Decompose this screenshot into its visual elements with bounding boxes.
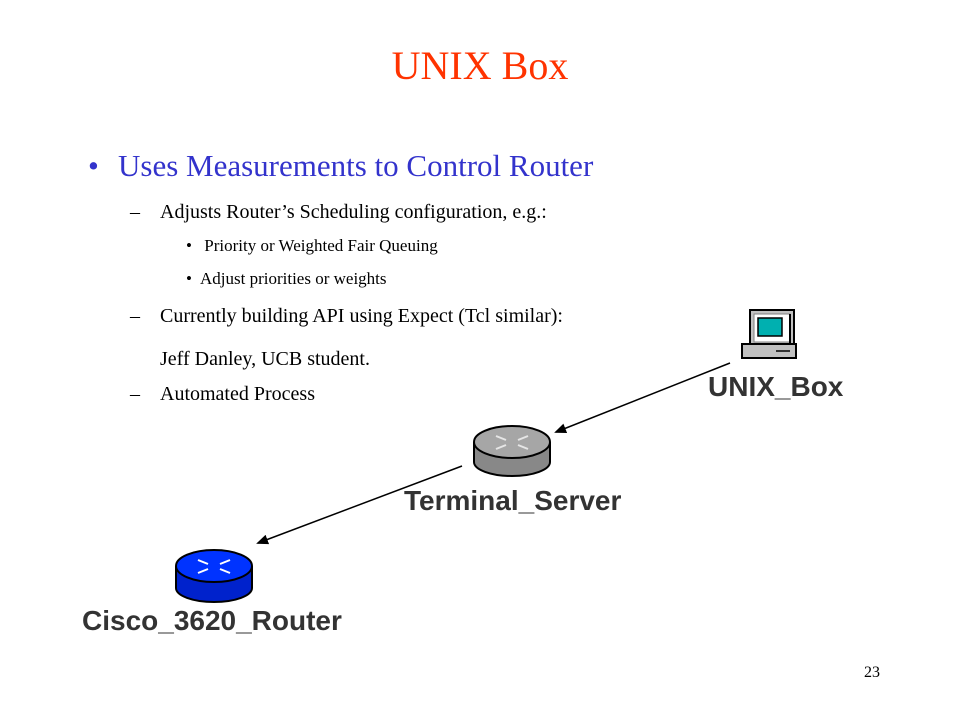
router-icon <box>175 549 253 603</box>
sub-sub-item-queuing: • Priority or Weighted Fair Queuing <box>186 234 438 258</box>
sub-sub-item-text: Priority or Weighted Fair Queuing <box>200 236 438 255</box>
main-bullet: • Uses Measurements to Control Router <box>88 146 593 186</box>
page-number: 23 <box>864 664 880 681</box>
sub-item-text: Adjusts Router’s Scheduling configuratio… <box>160 201 547 223</box>
dot-marker: • <box>186 236 192 255</box>
dash-marker: – <box>130 383 140 405</box>
node-label-terminal-server: Terminal_Server <box>404 485 622 516</box>
sub-item-scheduling: –Adjusts Router’s Scheduling configurati… <box>130 198 547 226</box>
router-icon <box>473 425 551 477</box>
node-label-cisco-router: Cisco_3620_Router <box>82 605 342 636</box>
main-bullet-text: Uses Measurements to Control Router <box>118 148 594 183</box>
dot-marker: • <box>186 269 192 288</box>
sub-item-continuation: Jeff Danley, UCB student. <box>160 345 370 373</box>
sub-item-text: Currently building API using Expect (Tcl… <box>160 305 563 327</box>
main-bullet-marker: • <box>88 148 99 183</box>
sub-item-text: Automated Process <box>160 383 315 405</box>
slide-title: UNIX Box <box>391 43 569 88</box>
dash-marker: – <box>130 201 140 223</box>
sub-sub-item-priorities: • Adjust priorities or weights <box>186 267 387 291</box>
computer-icon <box>741 309 797 359</box>
sub-sub-item-text: Adjust priorities or weights <box>200 269 387 288</box>
sub-item-automated: –Automated Process <box>130 380 315 408</box>
edge-unix-to-terminal <box>554 362 731 433</box>
continuation-text: Jeff Danley, UCB student. <box>160 348 370 370</box>
dash-marker: – <box>130 305 140 327</box>
node-label-unix-box: UNIX_Box <box>708 371 844 402</box>
sub-item-api: –Currently building API using Expect (Tc… <box>130 302 563 330</box>
